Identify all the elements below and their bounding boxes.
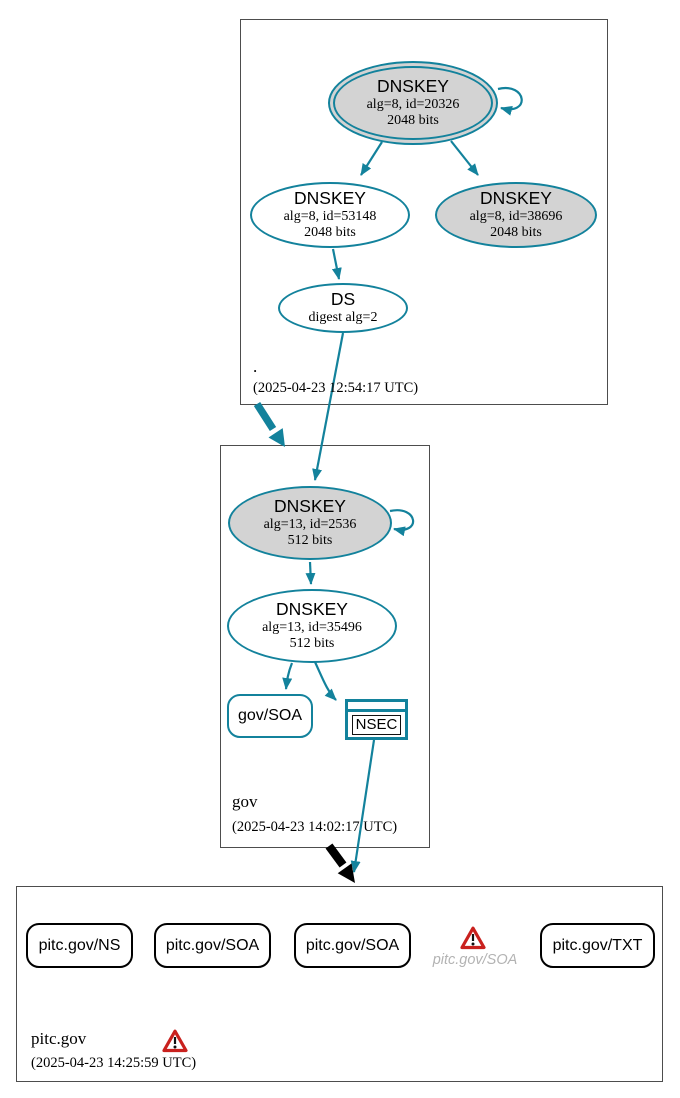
rrset-label: pitc.gov/TXT [552, 936, 643, 954]
rrset-label: pitc.gov/SOA [165, 936, 260, 954]
node-rrset-gov-soa[interactable]: gov/SOA [227, 694, 313, 738]
node-dnskey-root-zsk[interactable]: DNSKEY alg=8, id=53148 2048 bits [250, 182, 410, 248]
node-title: DS [330, 289, 356, 310]
node-alg-id: alg=13, id=2536 [263, 516, 357, 532]
node-bits: 2048 bits [387, 112, 439, 128]
node-rrset-pitc-ns[interactable]: pitc.gov/NS [26, 923, 133, 968]
edge-delegation-gov-pitc [325, 843, 347, 868]
node-alg-id: alg=8, id=20326 [366, 96, 460, 112]
nsec-top-band [348, 702, 405, 712]
node-dnskey-root-38696[interactable]: DNSKEY alg=8, id=38696 2048 bits [435, 182, 597, 248]
node-title: DNSKEY [294, 188, 366, 209]
node-digest: digest alg=2 [308, 309, 378, 325]
node-ds-root[interactable]: DS digest alg=2 [278, 283, 408, 333]
node-dnskey-root-ksk[interactable]: DNSKEY alg=8, id=20326 2048 bits [328, 61, 498, 145]
node-rrset-pitc-txt[interactable]: pitc.gov/TXT [540, 923, 655, 968]
edge-delegation-root-gov [253, 401, 277, 432]
node-rrset-pitc-soa-1[interactable]: pitc.gov/SOA [154, 923, 271, 968]
zone-label-root: . [253, 357, 258, 376]
node-title: DNSKEY [377, 76, 449, 97]
node-dnskey-gov-ksk[interactable]: DNSKEY alg=13, id=2536 512 bits [228, 486, 392, 560]
node-title: DNSKEY [480, 188, 552, 209]
zone-label-gov: gov [232, 792, 258, 811]
node-dnskey-root-ksk-inner: DNSKEY alg=8, id=20326 2048 bits [333, 66, 493, 140]
zone-timestamp-gov: (2025-04-23 14:02:17 UTC) [232, 819, 398, 835]
node-dnskey-gov-zsk[interactable]: DNSKEY alg=13, id=35496 512 bits [227, 589, 397, 663]
rrset-label: pitc.gov/SOA [305, 936, 400, 954]
node-rrset-pitc-soa-2[interactable]: pitc.gov/SOA [294, 923, 411, 968]
node-alg-id: alg=8, id=38696 [469, 208, 563, 224]
node-alg-id: alg=8, id=53148 [283, 208, 377, 224]
node-bits: 512 bits [289, 635, 335, 651]
zone-label-pitc-gov: pitc.gov [31, 1029, 87, 1048]
node-title: DNSKEY [276, 599, 348, 620]
rrset-label: pitc.gov/NS [38, 936, 121, 954]
zone-timestamp-root: (2025-04-23 12:54:17 UTC) [253, 380, 419, 396]
rrset-label: gov/SOA [237, 707, 303, 724]
nsec-label: NSEC [351, 714, 402, 735]
zone-timestamp-pitc-gov: (2025-04-23 14:25:59 UTC) [31, 1055, 197, 1071]
node-bits: 512 bits [287, 532, 333, 548]
warning-icon[interactable] [460, 926, 486, 950]
node-nsec-gov[interactable]: NSEC [345, 699, 408, 740]
node-alg-id: alg=13, id=35496 [262, 619, 362, 635]
edge-delegation-gov-pitc-head [337, 863, 355, 883]
zone-warning-icon[interactable] [162, 1029, 188, 1053]
node-bits: 2048 bits [490, 224, 542, 240]
node-rrset-pitc-soa-ghost[interactable]: pitc.gov/SOA [432, 952, 518, 968]
node-title: DNSKEY [274, 496, 346, 517]
zone-box-pitc-gov [16, 886, 663, 1082]
nsec-body: NSEC [348, 712, 405, 737]
node-bits: 2048 bits [304, 224, 356, 240]
zone-box-root [240, 19, 608, 405]
